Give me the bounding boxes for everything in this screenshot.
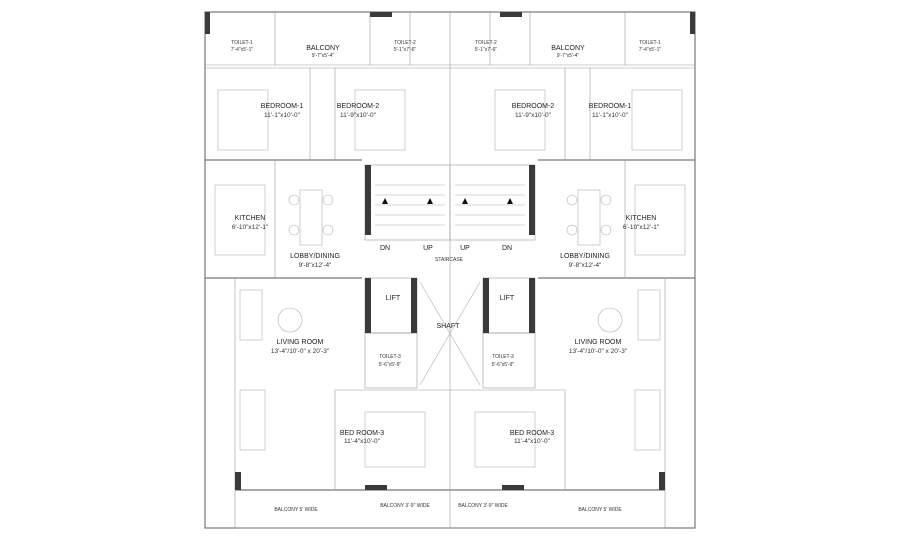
lift-right-label: LIFT [500, 295, 515, 302]
bedroom1-left-label: BEDROOM-1 [261, 103, 304, 110]
living-left-label: LIVING ROOM [277, 339, 324, 346]
bedroom1-right-dim: 11'-1"x10'-0" [592, 112, 629, 119]
toilet1-right-label: TOILET-1 [639, 40, 661, 46]
stair-arrow-3 [462, 198, 468, 204]
lobby-left-dim: 9'-8"x12'-4" [299, 262, 332, 269]
balcony-right-label: BALCONY [551, 45, 585, 52]
kitchen-left-label: KITCHEN [235, 215, 266, 222]
dn-right-label: DN [502, 245, 512, 252]
bedroom3-right-dim: 11'-4"x10'-0" [514, 438, 551, 445]
toilet1-left-label: TOILET-1 [231, 40, 253, 46]
bedroom3-left-dim: 11'-4"x10'-0" [344, 438, 381, 445]
up-right-label: UP [460, 245, 470, 252]
shaft-diagonals [419, 281, 481, 386]
stair-arrow-1 [382, 198, 388, 204]
balcony-bottom-right-label: BALCONY 5' WIDE [578, 507, 622, 513]
bedroom2-left-dim: 11'-9"x10'-0" [340, 112, 377, 119]
toilet3-right-label: TOILET-3 [492, 354, 514, 360]
kitchen-right-dim: 6'-10"x12'-1" [623, 224, 660, 231]
toilet2-left-dim: 5'-1"x7'-6" [394, 47, 417, 53]
kitchen-left-dim: 6'-10"x12'-1" [232, 224, 269, 231]
lobby-left-label: LOBBY/DINING [290, 253, 340, 260]
balcony-left-label: BALCONY [306, 45, 340, 52]
toilet2-left-label: TOILET-2 [394, 40, 416, 46]
outer-walls [204, 11, 696, 529]
bedroom2-right-dim: 11'-9"x10'-0" [515, 112, 552, 119]
living-right-label: LIVING ROOM [575, 339, 622, 346]
stair-arrow-2 [427, 198, 433, 204]
shaft-label: SHAFT [437, 323, 461, 330]
living-right-dim: 13'-4"/10'-0" x 20'-3" [569, 348, 628, 355]
bedroom2-right-label: BEDROOM-2 [512, 103, 555, 110]
toilet3-right-dim: 5'-6"x5'-9" [492, 362, 515, 368]
bedroom3-right-label: BED ROOM-3 [510, 430, 554, 437]
toilet3-left-dim: 5'-6"x5'-9" [379, 362, 402, 368]
structural-columns [205, 12, 695, 490]
toilet3-left-label: TOILET-3 [379, 354, 401, 360]
bedroom3-left-label: BED ROOM-3 [340, 430, 384, 437]
staircase-label: STAIRCASE [435, 257, 464, 263]
stair-treads [375, 184, 525, 226]
lift-left-label: LIFT [386, 295, 401, 302]
bedroom1-left-dim: 11'-1"x10'-0" [264, 112, 301, 119]
balcony-right-dim: 9'-7"x5'-4" [557, 53, 580, 59]
bedroom1-right-label: BEDROOM-1 [589, 103, 632, 110]
lobby-right-label: LOBBY/DINING [560, 253, 610, 260]
dn-left-label: DN [380, 245, 390, 252]
toilet1-left-dim: 7'-4"x5'-1" [231, 47, 254, 53]
kitchen-right-label: KITCHEN [626, 215, 657, 222]
balcony-bottom-left-label: BALCONY 5' WIDE [274, 507, 318, 513]
living-left-dim: 13'-4"/10'-0" x 20'-3" [271, 348, 330, 355]
up-left-label: UP [423, 245, 433, 252]
lobby-right-dim: 9'-8"x12'-4" [569, 262, 602, 269]
balcony-bottom-center-right-label: BALCONY 3'-9" WIDE [458, 503, 508, 509]
toilet1-right-dim: 7'-4"x5'-1" [639, 47, 662, 53]
toilet2-right-label: TOILET-2 [475, 40, 497, 46]
furniture [214, 89, 686, 468]
balcony-bottom-center-left-label: BALCONY 3'-9" WIDE [380, 503, 430, 509]
toilet2-right-dim: 5'-1"x7'-6" [475, 47, 498, 53]
balcony-left-dim: 9'-7"x5'-4" [312, 53, 335, 59]
stair-arrow-4 [507, 198, 513, 204]
bedroom2-left-label: BEDROOM-2 [337, 103, 380, 110]
